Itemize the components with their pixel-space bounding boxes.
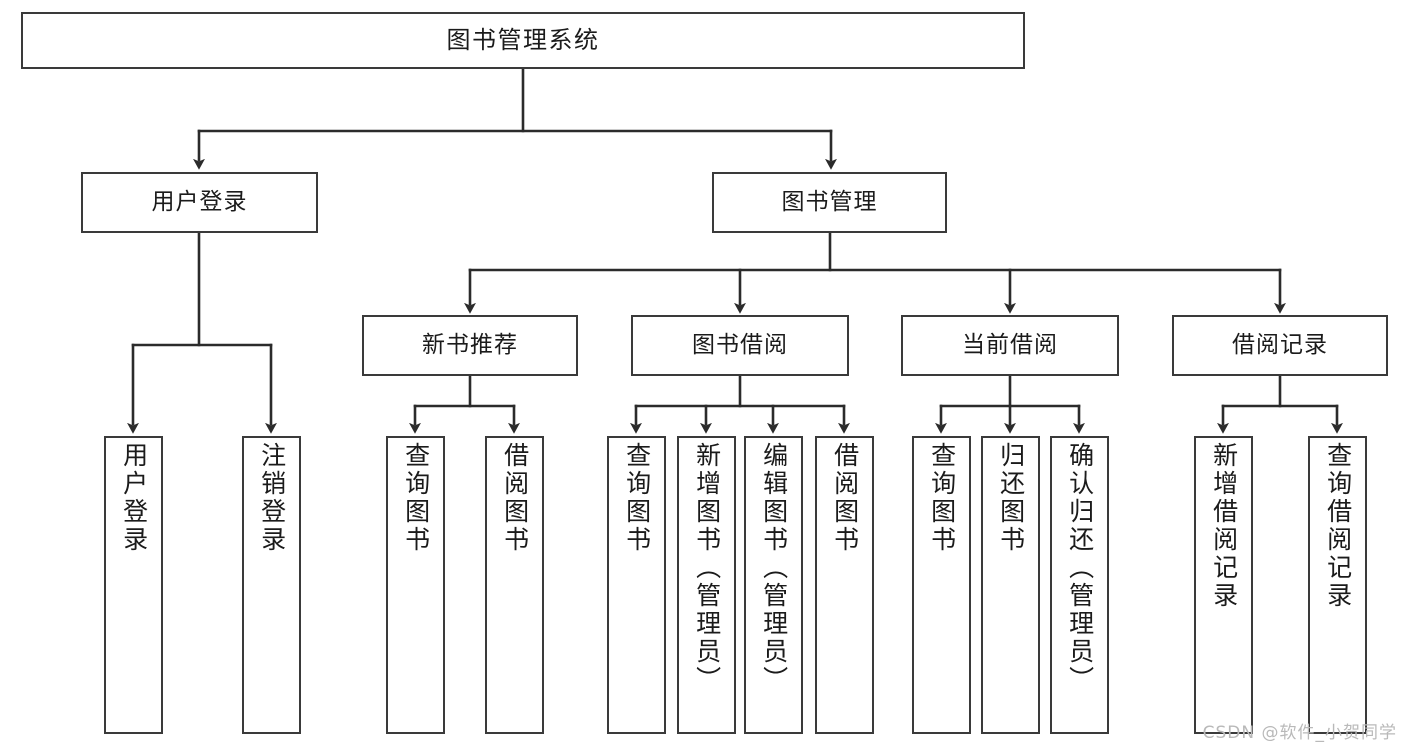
node-label: 查询图书 (401, 442, 431, 554)
node-label: 借阅图书 (500, 442, 530, 554)
node-leaf-edit-book[interactable]: 编辑图书（管理员） (744, 436, 803, 734)
node-leaf-add-book[interactable]: 新增图书（管理员） (677, 436, 736, 734)
node-label: 查询图书 (927, 442, 957, 554)
node-current-borrow[interactable]: 当前借阅 (901, 315, 1119, 376)
node-label: 注销登录 (257, 442, 287, 554)
node-label: 编辑图书（管理员） (759, 442, 789, 694)
node-leaf-borrow-book-1[interactable]: 借阅图书 (485, 436, 544, 734)
csdn-watermark: CSDN @软件_小贺同学 (1202, 723, 1397, 743)
node-user-login[interactable]: 用户登录 (81, 172, 318, 233)
node-book-manage[interactable]: 图书管理 (712, 172, 947, 233)
node-label: 当前借阅 (962, 331, 1058, 358)
node-leaf-query-record[interactable]: 查询借阅记录 (1308, 436, 1367, 734)
node-label: 借阅记录 (1232, 331, 1328, 358)
node-label: 归还图书 (996, 442, 1026, 554)
node-leaf-return-book[interactable]: 归还图书 (981, 436, 1040, 734)
node-leaf-user-logout[interactable]: 注销登录 (242, 436, 301, 734)
node-label: 新增图书（管理员） (692, 442, 722, 694)
node-root-system[interactable]: 图书管理系统 (21, 12, 1025, 69)
node-leaf-add-record[interactable]: 新增借阅记录 (1194, 436, 1253, 734)
node-borrow-record[interactable]: 借阅记录 (1172, 315, 1388, 376)
node-leaf-confirm-return[interactable]: 确认归还（管理员） (1050, 436, 1109, 734)
node-label: 借阅图书 (830, 442, 860, 554)
node-leaf-user-login[interactable]: 用户登录 (104, 436, 163, 734)
node-book-borrow[interactable]: 图书借阅 (631, 315, 849, 376)
node-label: 新书推荐 (422, 331, 518, 358)
node-label: 确认归还（管理员） (1065, 442, 1095, 694)
node-label: 图书借阅 (692, 331, 788, 358)
node-leaf-borrow-book-2[interactable]: 借阅图书 (815, 436, 874, 734)
node-label: 图书管理 (781, 188, 878, 215)
node-leaf-query-book-2[interactable]: 查询图书 (607, 436, 666, 734)
node-leaf-query-book-1[interactable]: 查询图书 (386, 436, 445, 734)
node-label: 用户登录 (119, 442, 149, 554)
node-label: 用户登录 (151, 188, 248, 215)
node-new-book-recommend[interactable]: 新书推荐 (362, 315, 578, 376)
node-label: 新增借阅记录 (1209, 442, 1239, 610)
node-label: 查询图书 (622, 442, 652, 554)
node-label: 图书管理系统 (446, 26, 600, 55)
node-leaf-query-book-3[interactable]: 查询图书 (912, 436, 971, 734)
node-label: 查询借阅记录 (1323, 442, 1353, 610)
